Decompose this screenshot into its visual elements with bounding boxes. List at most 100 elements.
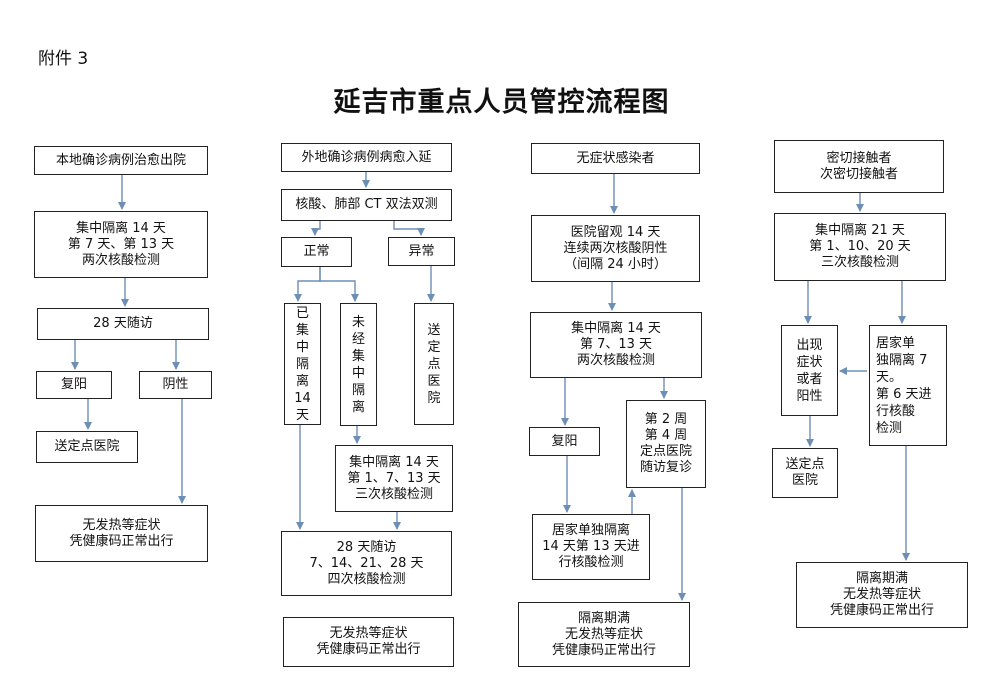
c4-symptom-line: 或者 bbox=[796, 371, 823, 387]
c1-followup-box: 28 天随访 bbox=[37, 308, 209, 340]
c4-exit-line: 凭健康码正常出行 bbox=[829, 603, 934, 618]
c1-hospital-box: 送定点医院 bbox=[36, 431, 138, 463]
c1-exit-box: 无发热等症状 凭健康码正常出行 bbox=[35, 505, 208, 562]
c3-start-box: 无症状感染者 bbox=[531, 143, 700, 174]
c1-start-box: 本地确诊病例治愈出院 bbox=[34, 146, 208, 175]
c1-followup-text: 28 天随访 bbox=[93, 316, 153, 331]
c2-followup-line: 7、14、21、28 天 bbox=[309, 555, 424, 571]
c2-followup-line: 28 天随访 bbox=[336, 539, 397, 555]
c3-exit-box: 隔离期满 无发热等症状 凭健康码正常出行 bbox=[518, 602, 690, 667]
c2-not-quarantined-text: 未经集中隔离 bbox=[351, 314, 365, 415]
c2-quarantine-line: 第 1、7、13 天 bbox=[347, 470, 441, 486]
c2-not-quarantined-box: 未经集中隔离 bbox=[340, 303, 377, 426]
c3-observe-line: （间隔 24 小时） bbox=[564, 256, 667, 272]
c1-exit-line: 凭健康码正常出行 bbox=[69, 533, 174, 549]
page-title: 延吉市重点人员管控流程图 bbox=[333, 87, 670, 118]
c4-home-line: 天。 bbox=[876, 369, 903, 385]
c2-exit-line: 凭健康码正常出行 bbox=[316, 642, 421, 657]
c1-exit-line: 无发热等症状 bbox=[82, 517, 161, 533]
arrow-c2-4 bbox=[294, 267, 321, 302]
c2-quarantine-line: 集中隔离 14 天 bbox=[349, 454, 439, 470]
c3-home-line: 居家单独隔离 bbox=[551, 523, 630, 538]
c2-hospital-box: 送定点医院 bbox=[414, 303, 454, 425]
c3-quarantine-line: 两次核酸检测 bbox=[576, 353, 655, 368]
c3-home-line: 14 天第 13 天进 bbox=[542, 539, 640, 554]
c3-positive-text: 复阳 bbox=[551, 433, 578, 449]
c1-negative-box: 阴性 bbox=[139, 371, 212, 399]
c3-weeks-line: 随访复诊 bbox=[639, 460, 692, 475]
attachment-label: 附件 3 bbox=[38, 49, 89, 69]
c4-exit-box: 隔离期满 无发热等症状 凭健康码正常出行 bbox=[796, 562, 968, 628]
c1-hospital-text: 送定点医院 bbox=[54, 439, 120, 454]
c4-exit-line: 隔离期满 bbox=[855, 571, 908, 586]
c4-hospital-box: 送定点 医院 bbox=[772, 448, 838, 498]
c3-weeks-line: 第 2 周 bbox=[644, 412, 688, 427]
c2-normal-box: 正常 bbox=[281, 237, 352, 267]
c2-quarantined-text: 已集中隔离14天 bbox=[294, 305, 311, 423]
c2-test-box: 核酸、肺部 CT 双法双测 bbox=[281, 189, 452, 221]
c2-quarantine-box: 集中隔离 14 天 第 1、7、13 天 三次核酸检测 bbox=[335, 445, 453, 512]
c2-hospital-text: 送定点医院 bbox=[427, 322, 441, 406]
c2-quarantined-box: 已集中隔离14天 bbox=[284, 303, 321, 425]
c2-start-box: 外地确诊病例病愈入延 bbox=[281, 143, 452, 172]
c2-normal-text: 正常 bbox=[303, 244, 330, 259]
c4-symptom-line: 阳性 bbox=[796, 388, 823, 404]
c1-positive-text: 复阳 bbox=[60, 377, 87, 392]
c4-symptom-line: 出现 bbox=[796, 337, 823, 353]
c3-positive-box: 复阳 bbox=[529, 427, 600, 456]
c3-observe-line: 连续两次核酸阴性 bbox=[563, 240, 668, 256]
c3-quarantine-box: 集中隔离 14 天 第 7、13 天 两次核酸检测 bbox=[530, 312, 702, 378]
c3-weeks-box: 第 2 周 第 4 周 定点医院 随访复诊 bbox=[626, 400, 706, 488]
c1-quarantine-line: 集中隔离 14 天 bbox=[76, 220, 166, 236]
c1-negative-text: 阴性 bbox=[162, 377, 189, 392]
c3-exit-line: 凭健康码正常出行 bbox=[551, 642, 656, 658]
c2-followup-box: 28 天随访 7、14、21、28 天 四次核酸检测 bbox=[281, 531, 452, 596]
c3-observe-box: 医院留观 14 天 连续两次核酸阴性 （间隔 24 小时） bbox=[531, 215, 700, 282]
c2-exit-line: 无发热等症状 bbox=[329, 626, 408, 641]
arrow-c2-5 bbox=[319, 267, 359, 302]
c2-abnormal-text: 异常 bbox=[408, 243, 435, 259]
c4-quarantine-line: 第 1、10、20 天 bbox=[809, 239, 911, 254]
c4-symptom-line: 症状 bbox=[796, 354, 823, 370]
c2-quarantine-line: 三次核酸检测 bbox=[354, 486, 433, 502]
c3-home-line: 行核酸检测 bbox=[558, 555, 624, 570]
c4-home-line: 独隔离 7 bbox=[876, 352, 928, 368]
arrow-c2-2 bbox=[311, 221, 321, 236]
c3-home-box: 居家单独隔离 14 天第 13 天进 行核酸检测 bbox=[532, 514, 650, 580]
c1-start-text: 本地确诊病例治愈出院 bbox=[55, 152, 186, 168]
arrow-c2-3 bbox=[393, 221, 425, 236]
c3-weeks-line: 第 4 周 bbox=[644, 428, 688, 443]
c4-home-line: 居家单 bbox=[876, 335, 916, 351]
c3-exit-line: 无发热等症状 bbox=[564, 626, 643, 642]
c2-followup-line: 四次核酸检测 bbox=[327, 571, 406, 587]
c4-quarantine-line: 集中隔离 21 天 bbox=[815, 223, 905, 238]
c1-quarantine-box: 集中隔离 14 天 第 7 天、第 13 天 两次核酸检测 bbox=[34, 211, 208, 278]
c2-abnormal-box: 异常 bbox=[388, 237, 455, 266]
c3-weeks-line: 定点医院 bbox=[639, 444, 692, 459]
c4-exit-line: 无发热等症状 bbox=[842, 587, 921, 602]
c4-home-line: 第 6 天进 bbox=[876, 386, 932, 402]
c3-exit-line: 隔离期满 bbox=[577, 610, 630, 626]
c4-home-line: 检测 bbox=[876, 420, 903, 436]
c4-quarantine-box: 集中隔离 21 天 第 1、10、20 天 三次核酸检测 bbox=[774, 213, 946, 281]
c1-quarantine-line: 两次核酸检测 bbox=[81, 252, 160, 268]
c2-exit-box: 无发热等症状 凭健康码正常出行 bbox=[283, 617, 454, 667]
c4-start-line: 次密切接触者 bbox=[819, 166, 898, 182]
c4-hospital-line: 医院 bbox=[791, 473, 818, 488]
c3-observe-line: 医院留观 14 天 bbox=[570, 224, 661, 240]
c4-start-line: 密切接触者 bbox=[826, 150, 892, 166]
c1-positive-box: 复阳 bbox=[36, 371, 112, 399]
c4-hospital-line: 送定点 bbox=[785, 457, 825, 472]
c4-home-line: 行核酸 bbox=[876, 403, 916, 419]
c2-start-text: 外地确诊病例病愈入延 bbox=[301, 149, 432, 165]
c2-test-text: 核酸、肺部 CT 双法双测 bbox=[295, 197, 438, 212]
c3-quarantine-line: 第 7、13 天 bbox=[579, 337, 653, 352]
c3-quarantine-line: 集中隔离 14 天 bbox=[571, 321, 661, 336]
c1-quarantine-line: 第 7 天、第 13 天 bbox=[67, 236, 175, 252]
c4-quarantine-line: 三次核酸检测 bbox=[820, 255, 899, 270]
c4-start-box: 密切接触者 次密切接触者 bbox=[774, 140, 944, 193]
c4-home-box: 居家单 独隔离 7 天。 第 6 天进 行核酸 检测 bbox=[869, 325, 947, 446]
c3-start-text: 无症状感染者 bbox=[576, 150, 655, 166]
c4-symptom-box: 出现 症状 或者 阳性 bbox=[781, 325, 838, 416]
